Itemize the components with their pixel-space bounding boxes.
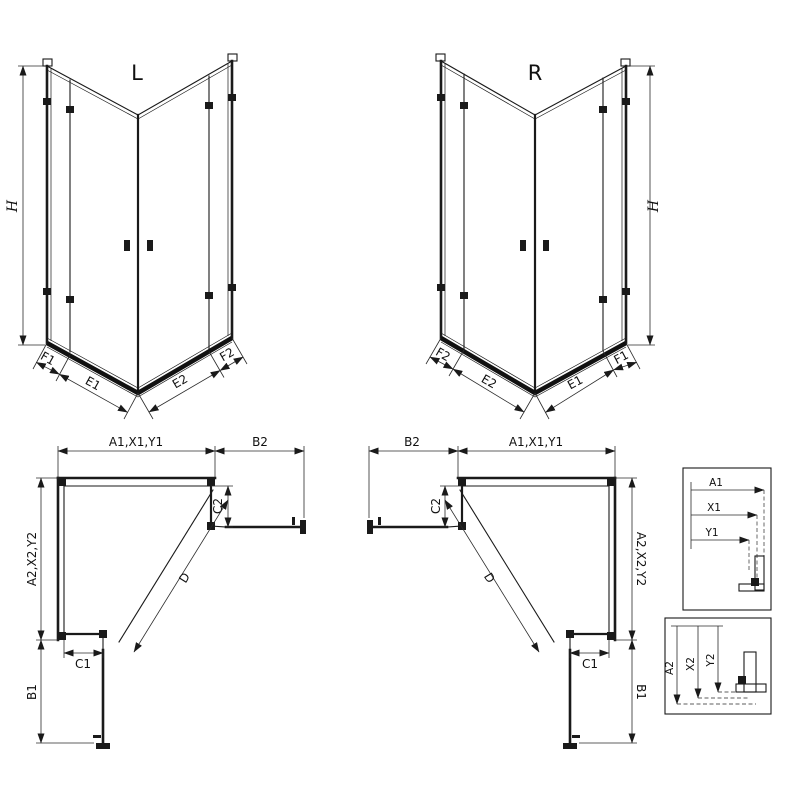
plan-view-left: A1,X1,Y1 B2 A2,X2,Y2 B1 C1 C2 D (25, 435, 306, 749)
dim-label-b1: B1 (25, 684, 39, 700)
dim-label-b2: B2 (404, 435, 420, 449)
dim-label-c2: C2 (211, 498, 225, 514)
hinge-icon (599, 106, 607, 113)
dim-label-y2: Y2 (705, 653, 717, 667)
end-profile-icon (607, 632, 615, 640)
plan-view-right: B2 A1,X1,Y1 A2,X2,Y2 B1 C1 C2 D (367, 435, 648, 749)
hinge-icon (66, 296, 74, 303)
top-bracket-icon (435, 53, 446, 62)
hinge-icon (460, 292, 468, 299)
glass-structure-left (42, 53, 238, 398)
dim-label-e1: E1 (565, 373, 585, 393)
hinge-icon (566, 630, 574, 638)
dim-label-x1: X1 (707, 502, 721, 514)
hinge-icon (99, 630, 107, 638)
front-view-left: L (5, 53, 248, 420)
top-bracket-icon (227, 53, 238, 62)
height-dimension-left: H (5, 65, 45, 346)
dim-label-a1: A1 (709, 477, 723, 489)
door-end-profile-icon (367, 520, 373, 534)
height-dimension-right: H (628, 65, 662, 346)
detail-frame (682, 467, 772, 611)
door-end-profile-icon (96, 743, 110, 749)
dim-label-depth: A2,X2,Y2 (25, 532, 39, 586)
dim-label-f1: F1 (38, 349, 58, 368)
dim-label-c2: C2 (429, 498, 443, 514)
door-end-profile-icon (300, 520, 306, 534)
front-view-right: R (425, 53, 662, 420)
dim-label-f1: F1 (611, 348, 630, 367)
door-handle-icon (378, 517, 381, 525)
dim-label-d: D (481, 570, 498, 585)
door-handle-icon (572, 735, 580, 738)
plan-left-open-doors (93, 489, 306, 749)
door-diagonal (118, 489, 214, 643)
hinge-icon (437, 94, 445, 101)
dim-label-c1: C1 (582, 657, 598, 671)
plan-right-open-doors (367, 489, 580, 749)
door-handle-icon (147, 240, 153, 251)
corner-profile-icon (58, 478, 66, 486)
dim-label-width: A1,X1,Y1 (109, 435, 163, 449)
dim-label-f2: F2 (433, 345, 453, 364)
dim-label-x2: X2 (685, 657, 697, 671)
dim-label-e1: E1 (83, 374, 103, 394)
threshold-profile (45, 336, 234, 396)
hinges-right-view (437, 94, 630, 303)
hinge-icon (460, 102, 468, 109)
end-profile-icon (207, 478, 215, 486)
hinge-icon (205, 292, 213, 299)
profile-section-detail (738, 555, 765, 592)
end-profile-icon (458, 478, 466, 486)
dim-label-depth: A2,X2,Y2 (634, 532, 648, 586)
dim-label-b2: B2 (252, 435, 268, 449)
profile-section-detail (735, 651, 767, 693)
hinge-icon (43, 98, 51, 105)
door-handle-icon (520, 240, 526, 251)
dim-label-width: A1,X1,Y1 (509, 435, 563, 449)
hinge-icon (437, 284, 445, 291)
variant-label-right: R (528, 61, 543, 85)
dim-label-height: H (5, 199, 21, 213)
dim-label-a2: A2 (664, 661, 676, 675)
dim-label-b1: B1 (634, 684, 648, 700)
dim-label-e2: E2 (170, 372, 190, 392)
threshold-profile (439, 336, 628, 396)
door-handle-icon (292, 517, 295, 525)
plan-right-dimensions: B2 A1,X1,Y1 A2,X2,Y2 B1 C1 C2 D (368, 435, 648, 744)
dim-label-y1: Y1 (704, 527, 718, 539)
door-handle-icon (543, 240, 549, 251)
dim-label-height: H (646, 199, 662, 213)
hinges-left-view (43, 94, 236, 303)
hinge-icon (599, 296, 607, 303)
variant-label-left: L (131, 61, 143, 85)
plan-left-dimensions: A1,X1,Y1 B2 A2,X2,Y2 B1 C1 C2 D (25, 435, 305, 744)
end-profile-icon (58, 632, 66, 640)
detail-box-vertical: A2 X2 Y2 (664, 617, 772, 715)
top-bracket-icon (620, 58, 631, 67)
hinge-icon (622, 98, 630, 105)
bottom-dimensions-right-view: F2 E2 E1 F1 (425, 337, 641, 420)
detail-box-horizontal: A1 X1 Y1 (682, 467, 772, 611)
dim-label-f2: F2 (217, 345, 237, 364)
corner-profile-icon (607, 478, 615, 486)
dim-label-d: D (176, 570, 193, 585)
detail-frame (664, 617, 772, 715)
door-handle-icon (93, 735, 101, 738)
door-diagonal (459, 489, 555, 643)
dim-label-c1: C1 (75, 657, 91, 671)
hinge-icon (622, 288, 630, 295)
hinge-icon (228, 94, 236, 101)
door-end-profile-icon (563, 743, 577, 749)
door-handle-icon (124, 240, 130, 251)
top-bracket-icon (42, 58, 53, 67)
dim-label-e2: E2 (479, 372, 499, 392)
hinge-icon (205, 102, 213, 109)
hinge-icon (66, 106, 74, 113)
hinge-icon (228, 284, 236, 291)
hinge-icon (43, 288, 51, 295)
bottom-dimensions-left-view: F1 E1 E2 F2 (32, 337, 248, 420)
